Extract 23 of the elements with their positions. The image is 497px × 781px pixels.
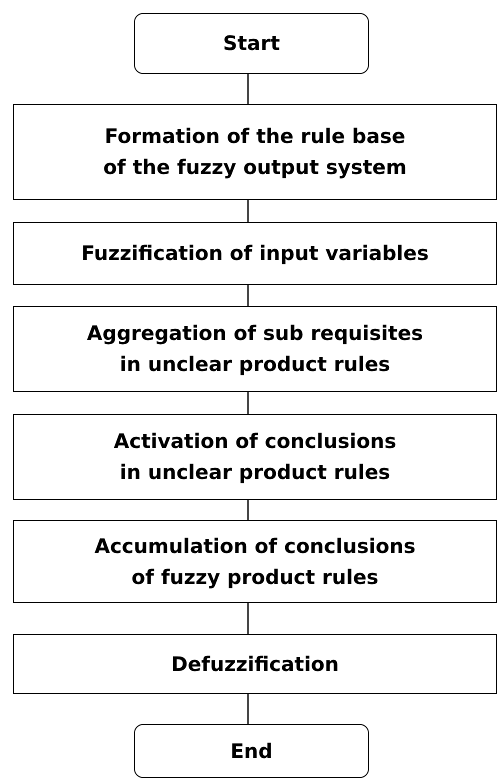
process-box xyxy=(13,520,497,603)
step-text: End xyxy=(230,738,273,764)
step-text: Aggregation of sub requisites in unclear product rules xyxy=(86,320,424,378)
connector-line xyxy=(247,285,249,306)
connector-line xyxy=(247,392,249,414)
terminal-box xyxy=(134,724,369,778)
process-box xyxy=(13,222,497,285)
step-text: Accumulation of conclusions of fuzzy product rules xyxy=(93,532,417,590)
connector-line xyxy=(247,603,249,634)
process-box xyxy=(13,306,497,392)
terminal-box xyxy=(134,13,369,74)
process-box xyxy=(13,104,497,200)
connector-line xyxy=(247,74,249,104)
step-text: Activation of conclusions in unclear product rules xyxy=(112,428,398,486)
step-text: Start xyxy=(223,30,280,57)
connector-line xyxy=(247,694,249,724)
connector-line xyxy=(247,200,249,222)
step-text: Formation of the rule base of the fuzzy output system xyxy=(102,123,408,181)
process-box xyxy=(13,634,497,694)
connector-line xyxy=(247,500,249,520)
process-box xyxy=(13,414,497,500)
step-text: Fuzzification of input variables xyxy=(81,240,429,267)
step-text: Defuzzification xyxy=(171,650,339,678)
